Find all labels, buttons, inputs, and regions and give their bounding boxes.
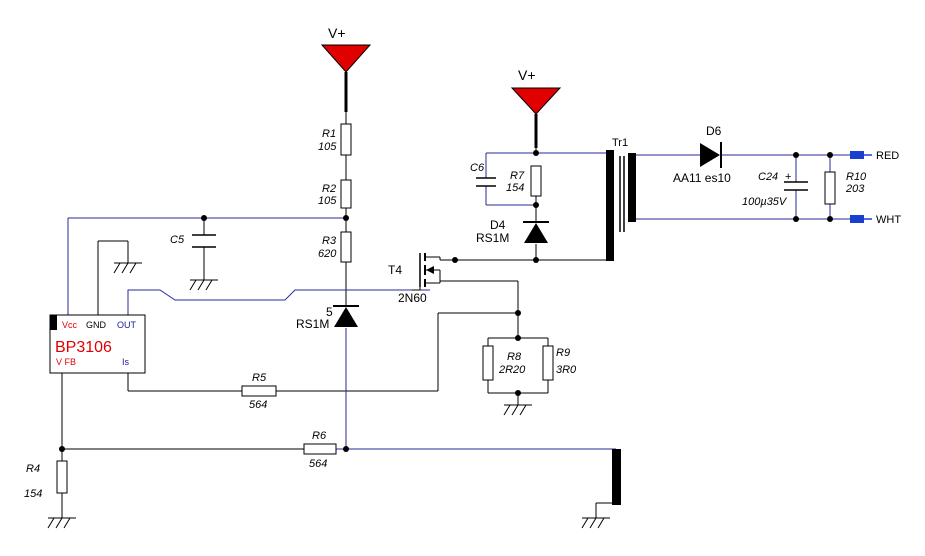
r10-value: 203 — [845, 183, 865, 195]
junction-dots — [59, 150, 833, 452]
r6-ref: R6 — [312, 430, 327, 442]
r5-value: 564 — [249, 399, 267, 411]
d4-value: RS1M — [476, 231, 509, 245]
c24-polarity: + — [785, 171, 791, 183]
resistor-r4: R4 154 — [24, 460, 68, 500]
r4-ref: R4 — [26, 463, 40, 475]
ic-pin-is: Is — [122, 357, 130, 367]
ic-name: BP3106 — [55, 339, 112, 356]
supply-v-plus-left: V+ — [320, 25, 372, 112]
r7-ref: R7 — [510, 170, 525, 182]
transformer-tr1: Tr1 — [606, 137, 636, 261]
r8-value: 2R20 — [498, 364, 526, 376]
r2-value: 105 — [318, 195, 337, 207]
blue-wires — [67, 152, 850, 450]
r2-ref: R2 — [322, 183, 336, 195]
resistor-r10: R10 203 — [824, 171, 867, 205]
supply-v-plus-right: V+ — [510, 67, 562, 148]
r7-value: 154 — [506, 182, 524, 194]
resistor-r3: R3 620 — [318, 231, 352, 263]
t4-ref: T4 — [388, 263, 402, 277]
ground-symbol-c5 — [189, 279, 218, 291]
capacitor-c24: + C24 100µ35V — [742, 171, 808, 208]
diode-d6: D6 AA11 es10 — [673, 124, 731, 185]
resistor-r6: R6 564 — [303, 430, 337, 470]
resistor-r8: R8 2R20 — [482, 345, 526, 381]
supply-label: V+ — [328, 25, 346, 41]
r3-value: 620 — [318, 248, 337, 260]
ground-bar — [612, 449, 621, 505]
r1-value: 105 — [318, 141, 337, 153]
ic-pin-vfb: V FB — [56, 357, 76, 367]
capacitor-c5: C5 — [170, 234, 216, 248]
d5-value: RS1M — [296, 317, 329, 331]
r4-value: 154 — [24, 488, 42, 500]
supply-label: V+ — [518, 67, 536, 83]
output-wht-label: WHT — [876, 214, 901, 226]
ground-symbol-ic — [113, 262, 142, 274]
ground-symbol-r4 — [47, 517, 76, 529]
c24-value: 100µ35V — [742, 196, 788, 208]
capacitor-c6: C6 — [470, 162, 496, 187]
ground-symbol-bar — [581, 517, 610, 529]
diode-d4: D4 RS1M — [476, 218, 549, 245]
c5-ref: C5 — [170, 234, 185, 246]
d6-value: AA11 es10 — [673, 171, 731, 185]
d4-ref: D4 — [490, 218, 506, 232]
c6-ref: C6 — [470, 162, 485, 174]
output-wht-connector: WHT — [850, 214, 901, 226]
r5-ref: R5 — [252, 372, 267, 384]
r1-ref: R1 — [322, 128, 336, 140]
ic-pin-gnd: GND — [86, 320, 107, 330]
resistor-r5: R5 564 — [241, 372, 277, 411]
output-red-connector: RED — [850, 150, 899, 162]
black-wires — [61, 68, 616, 518]
r8-ref: R8 — [507, 351, 522, 363]
resistor-r1: R1 105 — [318, 123, 352, 156]
t4-value: 2N60 — [398, 291, 427, 305]
r6-value: 564 — [309, 458, 327, 470]
ground-symbol-r8r9 — [503, 404, 532, 416]
resistor-r2: R2 105 — [318, 179, 352, 209]
ic-bp3106: Vcc GND OUT BP3106 V FB Is — [49, 314, 146, 374]
d5-ref: 5 — [326, 305, 333, 319]
r3-ref: R3 — [322, 235, 337, 247]
tr1-ref: Tr1 — [612, 137, 628, 149]
mosfet-t4: T4 2N60 — [388, 253, 441, 305]
ic-pin-vcc: Vcc — [62, 320, 78, 330]
output-red-label: RED — [876, 150, 899, 162]
d6-ref: D6 — [706, 124, 722, 138]
resistor-r7: R7 154 — [506, 165, 542, 197]
r9-ref: R9 — [556, 347, 570, 359]
c24-ref: C24 — [758, 171, 778, 183]
ic-pin-out: OUT — [117, 320, 137, 330]
diode-d5: 5 RS1M — [296, 305, 359, 331]
r10-ref: R10 — [846, 171, 867, 183]
r9-value: 3R0 — [556, 364, 577, 376]
resistor-r9: R9 3R0 — [542, 345, 577, 381]
